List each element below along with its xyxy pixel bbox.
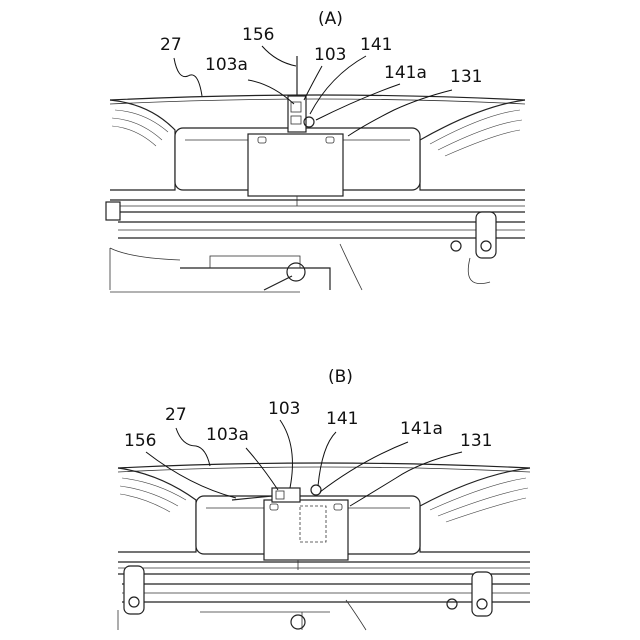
label-131-b: 131 bbox=[460, 431, 492, 451]
label-156-b: 156 bbox=[124, 431, 156, 451]
right-roof-housing bbox=[420, 100, 525, 190]
lower-bracket bbox=[180, 268, 330, 290]
panel-b: (B) 27 156 bbox=[118, 367, 530, 630]
label-141a: 141a bbox=[384, 63, 427, 83]
cable-b bbox=[346, 600, 366, 630]
mount-plate-b bbox=[264, 500, 348, 560]
label-156: 156 bbox=[242, 25, 274, 45]
left-roof-housing-b bbox=[118, 468, 196, 552]
label-103-b: 103 bbox=[268, 399, 300, 419]
label-141: 141 bbox=[360, 35, 392, 55]
label-103a-b: 103a bbox=[206, 425, 249, 445]
panel-b-title: (B) bbox=[328, 367, 353, 387]
label-27-b: 27 bbox=[165, 405, 187, 425]
label-141-b: 141 bbox=[326, 409, 358, 429]
left-roof-housing bbox=[110, 100, 175, 190]
label-131: 131 bbox=[450, 67, 482, 87]
left-clamp bbox=[106, 202, 120, 220]
panel-a: (A) bbox=[106, 9, 525, 292]
label-103: 103 bbox=[314, 45, 346, 65]
panel-a-title: (A) bbox=[318, 9, 343, 29]
mount-knob-141-b bbox=[311, 485, 321, 495]
label-27: 27 bbox=[160, 35, 182, 55]
label-103a: 103a bbox=[205, 55, 248, 75]
label-141a-b: 141a bbox=[400, 419, 443, 439]
cable bbox=[468, 258, 490, 284]
